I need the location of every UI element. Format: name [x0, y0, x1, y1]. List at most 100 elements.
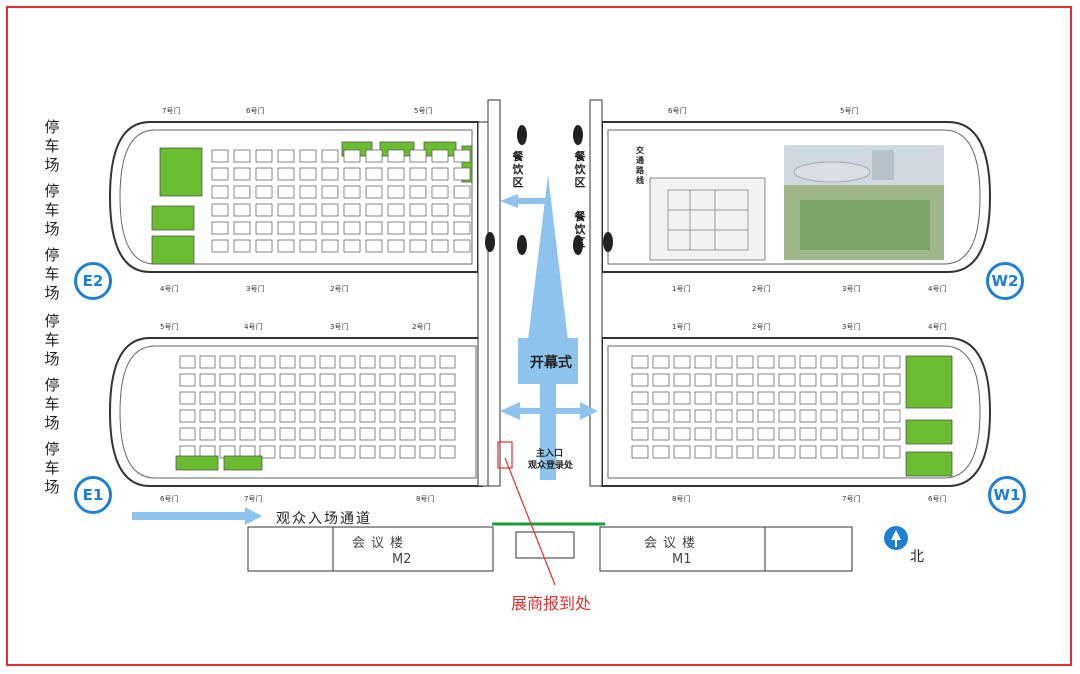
booth [757, 355, 775, 369]
booth [219, 355, 236, 369]
booth [379, 391, 396, 405]
booth [219, 409, 236, 423]
booth [862, 409, 880, 423]
door-label: 2号门 [752, 323, 771, 331]
central-corridor [477, 99, 603, 487]
booth [199, 409, 216, 423]
booth [715, 355, 733, 369]
booth [299, 185, 317, 199]
booth [862, 373, 880, 387]
parking-label: 停车场 [44, 440, 60, 496]
dining-label-left: 餐饮区 [512, 150, 524, 189]
booth [359, 355, 376, 369]
booth [778, 445, 796, 459]
booth [883, 373, 901, 387]
m1-title: 会议楼 [644, 536, 702, 551]
booth [736, 409, 754, 423]
booth [399, 391, 416, 405]
hall-badge-w1[interactable]: W1 [988, 476, 1026, 514]
booth [841, 391, 859, 405]
booth [409, 167, 427, 181]
booth [259, 427, 276, 441]
booth [319, 391, 336, 405]
booth [343, 239, 361, 253]
booth [757, 409, 775, 423]
booth [736, 355, 754, 369]
booth [652, 445, 670, 459]
booth [652, 355, 670, 369]
booth [211, 167, 229, 181]
booth [299, 221, 317, 235]
booth [343, 167, 361, 181]
booth [179, 355, 196, 369]
hall-badge-e2[interactable]: E2 [74, 262, 112, 300]
booth [219, 373, 236, 387]
hall-badge-w2[interactable]: W2 [986, 262, 1024, 300]
door-label: 4号门 [928, 323, 947, 331]
booth [883, 355, 901, 369]
booth [673, 445, 691, 459]
door-label: 1号门 [672, 323, 691, 331]
door-label: 7号门 [162, 107, 181, 115]
booth [419, 445, 436, 459]
booth [439, 355, 456, 369]
booth [239, 409, 256, 423]
booth [379, 355, 396, 369]
booth [757, 445, 775, 459]
booth [255, 167, 273, 181]
booth [431, 185, 449, 199]
booth [387, 149, 405, 163]
booth [321, 239, 339, 253]
booth [255, 185, 273, 199]
booth [219, 391, 236, 405]
door-label: 7号门 [244, 495, 263, 503]
booth [715, 427, 733, 441]
booth [365, 203, 383, 217]
booth [439, 445, 456, 459]
ceremony-label: 开幕式 [530, 355, 572, 371]
booth [631, 373, 649, 387]
booth [199, 391, 216, 405]
door-label: 4号门 [928, 285, 947, 293]
booth [365, 149, 383, 163]
booth [299, 355, 316, 369]
booth [365, 221, 383, 235]
booth [820, 373, 838, 387]
booth [736, 427, 754, 441]
booth [419, 409, 436, 423]
booth [439, 373, 456, 387]
booth [757, 427, 775, 441]
booth [321, 203, 339, 217]
booth [453, 185, 471, 199]
booth [339, 373, 356, 387]
booth [419, 391, 436, 405]
booth [399, 409, 416, 423]
transport-heading: 交通路线 [636, 146, 644, 185]
booth [299, 239, 317, 253]
booth [453, 239, 471, 253]
booth [715, 445, 733, 459]
booth [321, 149, 339, 163]
parking-label: 停车场 [44, 246, 60, 302]
booth [339, 445, 356, 459]
booth [343, 185, 361, 199]
booth [279, 427, 296, 441]
door-label: 5号门 [840, 107, 859, 115]
booth [431, 221, 449, 235]
door-label: 6号门 [246, 107, 265, 115]
visitor-registration-label: 观众登录处 [528, 461, 574, 471]
booth [299, 391, 316, 405]
booth [233, 221, 251, 235]
door-label: 2号门 [752, 285, 771, 293]
booth [820, 355, 838, 369]
booth [673, 355, 691, 369]
booth [179, 409, 196, 423]
hall-badge-e1[interactable]: E1 [74, 476, 112, 514]
transport-panel [649, 145, 944, 261]
booth [277, 185, 295, 199]
booth [419, 373, 436, 387]
booth [279, 355, 296, 369]
booth [778, 409, 796, 423]
door-label: 6号门 [928, 495, 947, 503]
booth [652, 409, 670, 423]
